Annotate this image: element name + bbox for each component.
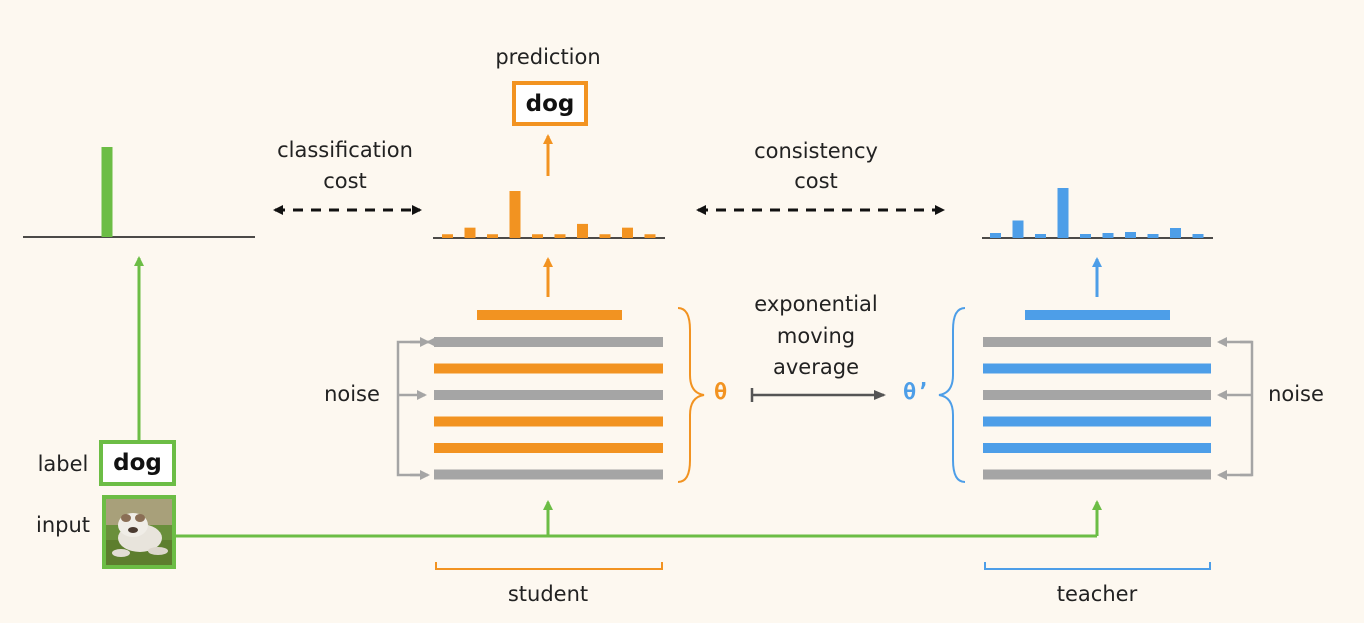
theta-prime-label: θ’ <box>903 380 930 405</box>
input-feed <box>176 500 1102 538</box>
teacher-distribution <box>990 188 1204 238</box>
teacher-layer-3 <box>983 390 1211 400</box>
student-bar-7 <box>577 223 588 238</box>
teacher-bar-4 <box>1057 188 1069 238</box>
teacher-layer-5 <box>983 443 1211 453</box>
teacher-network <box>983 310 1211 480</box>
teacher-bar-5 <box>1080 234 1091 238</box>
student-label: student <box>507 582 589 606</box>
label-bar-4 <box>101 147 113 237</box>
teacher-bar-3 <box>1035 234 1046 238</box>
teacher-bar-8 <box>1147 234 1159 238</box>
student-layer-4 <box>434 416 663 427</box>
student-noise-bracket <box>396 337 436 480</box>
student-layer-3 <box>434 390 663 400</box>
teacher-bracket <box>984 562 1211 570</box>
teacher-bar-6 <box>1102 233 1114 238</box>
student-parameters-brace <box>677 307 705 483</box>
consistency-cost-label-line2: cost <box>794 169 838 193</box>
student-bar-2 <box>464 227 476 238</box>
student-top-layer <box>477 310 622 320</box>
ema-arrow <box>750 388 886 402</box>
teacher-layer-1 <box>983 337 1211 347</box>
consistency-cost-label-line1: consistency <box>754 139 878 163</box>
student-bracket <box>435 562 663 570</box>
student-bar-4 <box>509 191 521 238</box>
prediction-box: dog <box>512 81 588 126</box>
teacher-label: teacher <box>1056 582 1138 606</box>
ema-label-line3: average <box>773 355 859 379</box>
classification-cost-label-line1: classification <box>277 138 413 162</box>
student-bar-1 <box>442 234 453 238</box>
teacher-noise-bracket <box>1217 337 1254 480</box>
teacher-top-layer <box>1025 310 1170 320</box>
dog-photo <box>102 495 176 569</box>
student-noise-label: noise <box>324 382 380 406</box>
student-layer-5 <box>434 443 663 453</box>
theta-label: θ <box>714 380 728 405</box>
teacher-bar-2 <box>1012 220 1024 238</box>
input-text: input <box>35 513 91 537</box>
classification-cost-label-line2: cost <box>323 169 367 193</box>
student-layer-2 <box>434 363 663 374</box>
student-layer-1 <box>434 337 663 347</box>
teacher-bar-10 <box>1192 234 1204 238</box>
student-bar-9 <box>622 227 633 238</box>
teacher-parameters-brace <box>938 307 966 483</box>
teacher-noise-label: noise <box>1268 382 1324 406</box>
student-distribution <box>442 191 656 238</box>
teacher-layer-2 <box>983 363 1211 374</box>
student-bar-10 <box>644 234 656 238</box>
student-bar-3 <box>487 234 498 238</box>
teacher-layer-6 <box>983 469 1211 480</box>
ema-label-line1: exponential <box>754 292 878 316</box>
student-layer-6 <box>434 469 663 480</box>
prediction-title: prediction <box>495 45 601 69</box>
teacher-bar-7 <box>1125 232 1136 238</box>
ema-label-line2: moving <box>776 324 856 348</box>
teacher-bar-9 <box>1170 228 1181 238</box>
label-box: dog <box>99 440 176 486</box>
student-bar-5 <box>532 234 543 238</box>
teacher-layer-4 <box>983 416 1211 427</box>
label-text: label <box>37 452 89 476</box>
student-bar-8 <box>599 234 611 238</box>
teacher-bar-1 <box>990 233 1001 238</box>
label-distribution <box>101 147 113 237</box>
student-bar-6 <box>554 234 566 238</box>
student-network <box>434 310 663 480</box>
